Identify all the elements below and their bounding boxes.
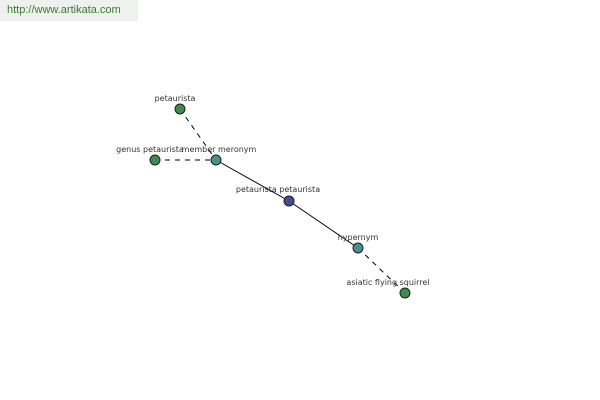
node-dot bbox=[352, 242, 364, 254]
site-url-banner[interactable]: http://www.artikata.com bbox=[0, 0, 138, 21]
graph-edges bbox=[155, 108, 406, 294]
node-label: asiatic flying squirrel bbox=[346, 278, 429, 287]
node-dot bbox=[149, 154, 161, 166]
graph-nodes: petaurista genus petaurista member meron… bbox=[116, 94, 430, 299]
node-dot bbox=[399, 287, 411, 299]
node-petaurista[interactable]: petaurista bbox=[155, 94, 196, 115]
edge-member-meronym-petaurista-petaurista bbox=[215, 159, 290, 202]
node-dot bbox=[174, 103, 186, 115]
node-hypernym[interactable]: hypernym bbox=[338, 233, 379, 254]
node-genus-petaurista[interactable]: genus petaurista bbox=[116, 145, 184, 166]
node-member-meronym[interactable]: member meronym bbox=[182, 145, 257, 166]
node-label: member meronym bbox=[182, 145, 257, 154]
edge-hypernym-asiatic-flying-squirrel bbox=[357, 247, 406, 294]
node-label: genus petaurista bbox=[116, 145, 184, 154]
node-label: petaurista bbox=[155, 94, 196, 103]
edge-petaurista-petaurista-hypernym bbox=[288, 200, 359, 249]
node-dot bbox=[283, 195, 295, 207]
node-label: hypernym bbox=[338, 233, 379, 242]
node-label: petaurista petaurista bbox=[236, 185, 320, 194]
node-petaurista-petaurista[interactable]: petaurista petaurista bbox=[236, 185, 320, 207]
node-dot bbox=[210, 154, 222, 166]
node-asiatic-flying-squirrel[interactable]: asiatic flying squirrel bbox=[346, 278, 430, 299]
edge-petaurista-member-meronym bbox=[179, 108, 217, 161]
